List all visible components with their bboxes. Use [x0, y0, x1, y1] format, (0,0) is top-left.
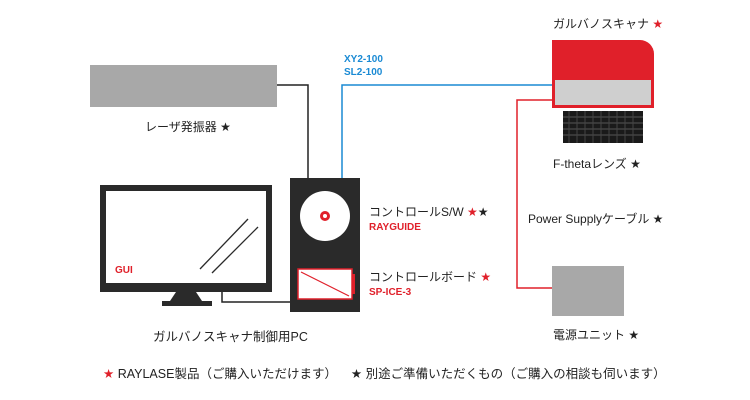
legend-black-text: 別途ご準備いただくもの（ご購入の相談も伺います）: [365, 367, 666, 381]
pc-monitor: [100, 185, 272, 306]
scanner-head: [552, 40, 654, 80]
scanner-label: ガルバノスキャナ ★: [553, 17, 664, 31]
protocol-label: XY2-100 SL2-100: [344, 54, 383, 78]
rayguide-label: RAYGUIDE: [369, 222, 421, 233]
legend: ★ RAYLASE製品（ご購入いただけます） ★ 別途ご準備いただくもの（ご購入…: [103, 363, 666, 382]
laser-cable: [277, 84, 309, 178]
power-cable-label: Power Supplyケーブル ★: [528, 212, 664, 226]
controller-sw-label: コントロールS/W ★★: [369, 205, 489, 219]
legend-red-star: ★: [103, 367, 115, 381]
disc-icon: [300, 191, 350, 241]
power-unit-label: 電源ユニット ★: [553, 328, 640, 342]
legend-red-text: RAYLASE製品（ご購入いただけます）: [117, 367, 337, 381]
f-theta-lens: [563, 111, 643, 143]
galvano-scanner: [552, 40, 654, 108]
board-icon: [297, 268, 355, 300]
monitor-cable: [221, 292, 292, 303]
sp-ice-label: SP-ICE-3: [369, 287, 412, 298]
scanner-signal-cable: [341, 84, 552, 178]
pc-label: ガルバノスキャナ制御用PC: [153, 330, 308, 344]
scanner-body: [552, 80, 654, 108]
lens-label: F-thetaレンズ ★: [553, 157, 641, 171]
laser-label: レーザ発振器 ★: [145, 120, 231, 134]
legend-black-star: ★: [350, 367, 363, 381]
controller-board-label: コントロールボード ★: [369, 270, 492, 284]
power-supply-cable: [516, 99, 552, 289]
power-unit: [552, 266, 624, 316]
laser-oscillator: [90, 65, 277, 107]
pc-tower: [290, 178, 360, 312]
gui-label: GUI: [115, 265, 133, 276]
